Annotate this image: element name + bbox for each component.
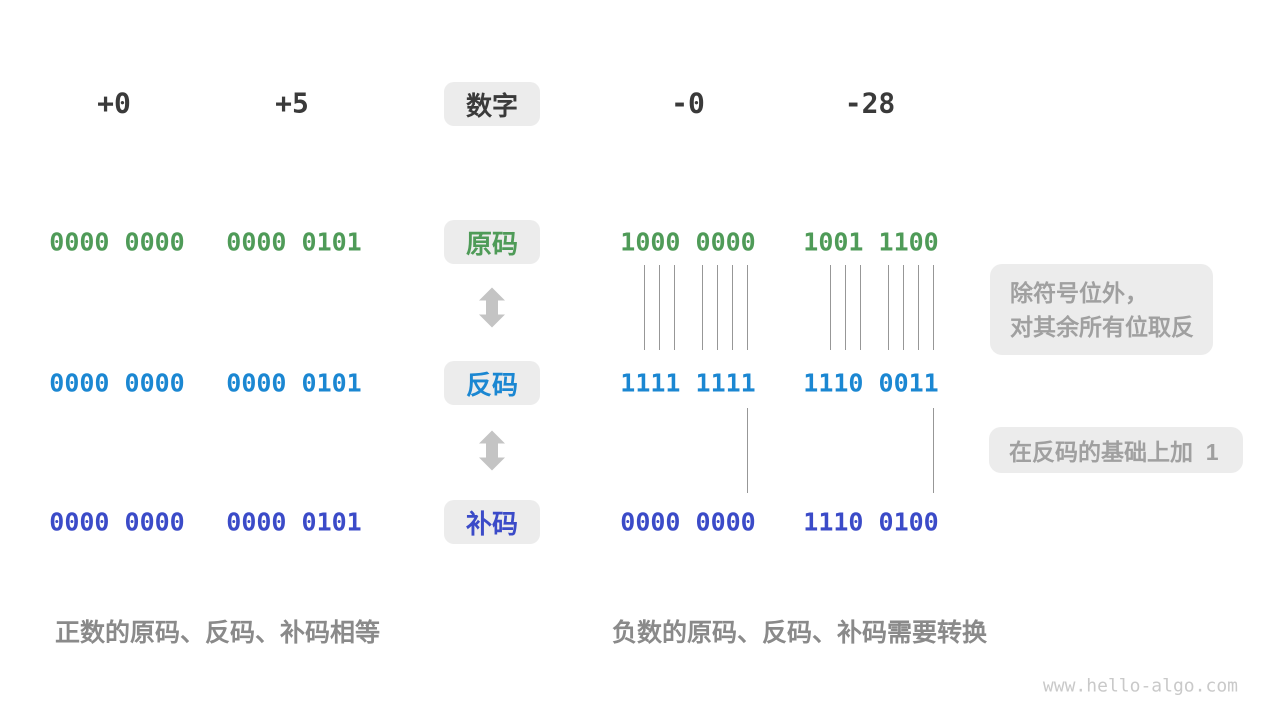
twos-complement-value-neg-twentyeight: 1110 0100 [803, 507, 939, 537]
ones-complement-label-box: 反码 [444, 361, 540, 405]
sign-magnitude-value-pos-five: 0000 0101 [226, 227, 362, 257]
positive-caption: 正数的原码、反码、补码相等 [55, 619, 381, 647]
header-value-pos-zero: +0 [97, 86, 131, 120]
ones-complement-value-pos-zero: 0000 0000 [49, 368, 185, 398]
ones-complement-value-neg-zero: 1111 1111 [620, 368, 756, 398]
header-value-neg-zero: -0 [671, 86, 705, 120]
invert-line [659, 265, 660, 350]
twos-complement-value-pos-zero: 0000 0000 [49, 507, 185, 537]
number-label-box: 数字 [444, 82, 540, 126]
invert-line [860, 265, 861, 350]
invert-line [717, 265, 718, 350]
sign-magnitude-label: 原码 [465, 228, 518, 259]
ones-complement-value-neg-twentyeight: 1110 0011 [803, 368, 939, 398]
add-one-note: 在反码的基础上加 1 [989, 427, 1243, 473]
header-value-pos-five: +5 [275, 86, 309, 120]
invert-note-line2: 对其余所有位取反 [1010, 313, 1194, 340]
invert-line [830, 265, 831, 350]
negative-caption: 负数的原码、反码、补码需要转换 [612, 619, 988, 647]
invert-line [674, 265, 675, 350]
invert-line [702, 265, 703, 350]
up-down-arrow-icon [479, 430, 505, 476]
site-watermark: www.hello-algo.com [1042, 675, 1238, 697]
invert-line [644, 265, 645, 350]
add-one-line [747, 408, 748, 493]
invert-line [903, 265, 904, 350]
twos-complement-value-neg-zero: 0000 0000 [620, 507, 756, 537]
invert-line [732, 265, 733, 350]
add-one-note-text: 在反码的基础上加 1 [1009, 439, 1219, 465]
add-one-line [933, 408, 934, 493]
invert-note: 除符号位外， 对其余所有位取反 [990, 264, 1213, 355]
invert-line [845, 265, 846, 350]
ones-complement-label: 反码 [465, 369, 518, 400]
sign-magnitude-value-neg-zero: 1000 0000 [620, 227, 756, 257]
invert-line [918, 265, 919, 350]
twos-complement-label: 补码 [465, 508, 518, 539]
invert-note-line1: 除符号位外， [1010, 279, 1148, 306]
twos-complement-label-box: 补码 [444, 500, 540, 544]
twos-complement-value-pos-five: 0000 0101 [226, 507, 362, 537]
invert-line [747, 265, 748, 350]
sign-magnitude-label-box: 原码 [444, 220, 540, 264]
header-value-neg-twentyeight: -28 [844, 86, 896, 120]
invert-line [888, 265, 889, 350]
up-down-arrow-icon [479, 287, 505, 333]
sign-magnitude-value-neg-twentyeight: 1001 1100 [803, 227, 939, 257]
sign-magnitude-value-pos-zero: 0000 0000 [49, 227, 185, 257]
invert-line [933, 265, 934, 350]
number-label: 数字 [465, 90, 518, 121]
ones-complement-value-pos-five: 0000 0101 [226, 368, 362, 398]
